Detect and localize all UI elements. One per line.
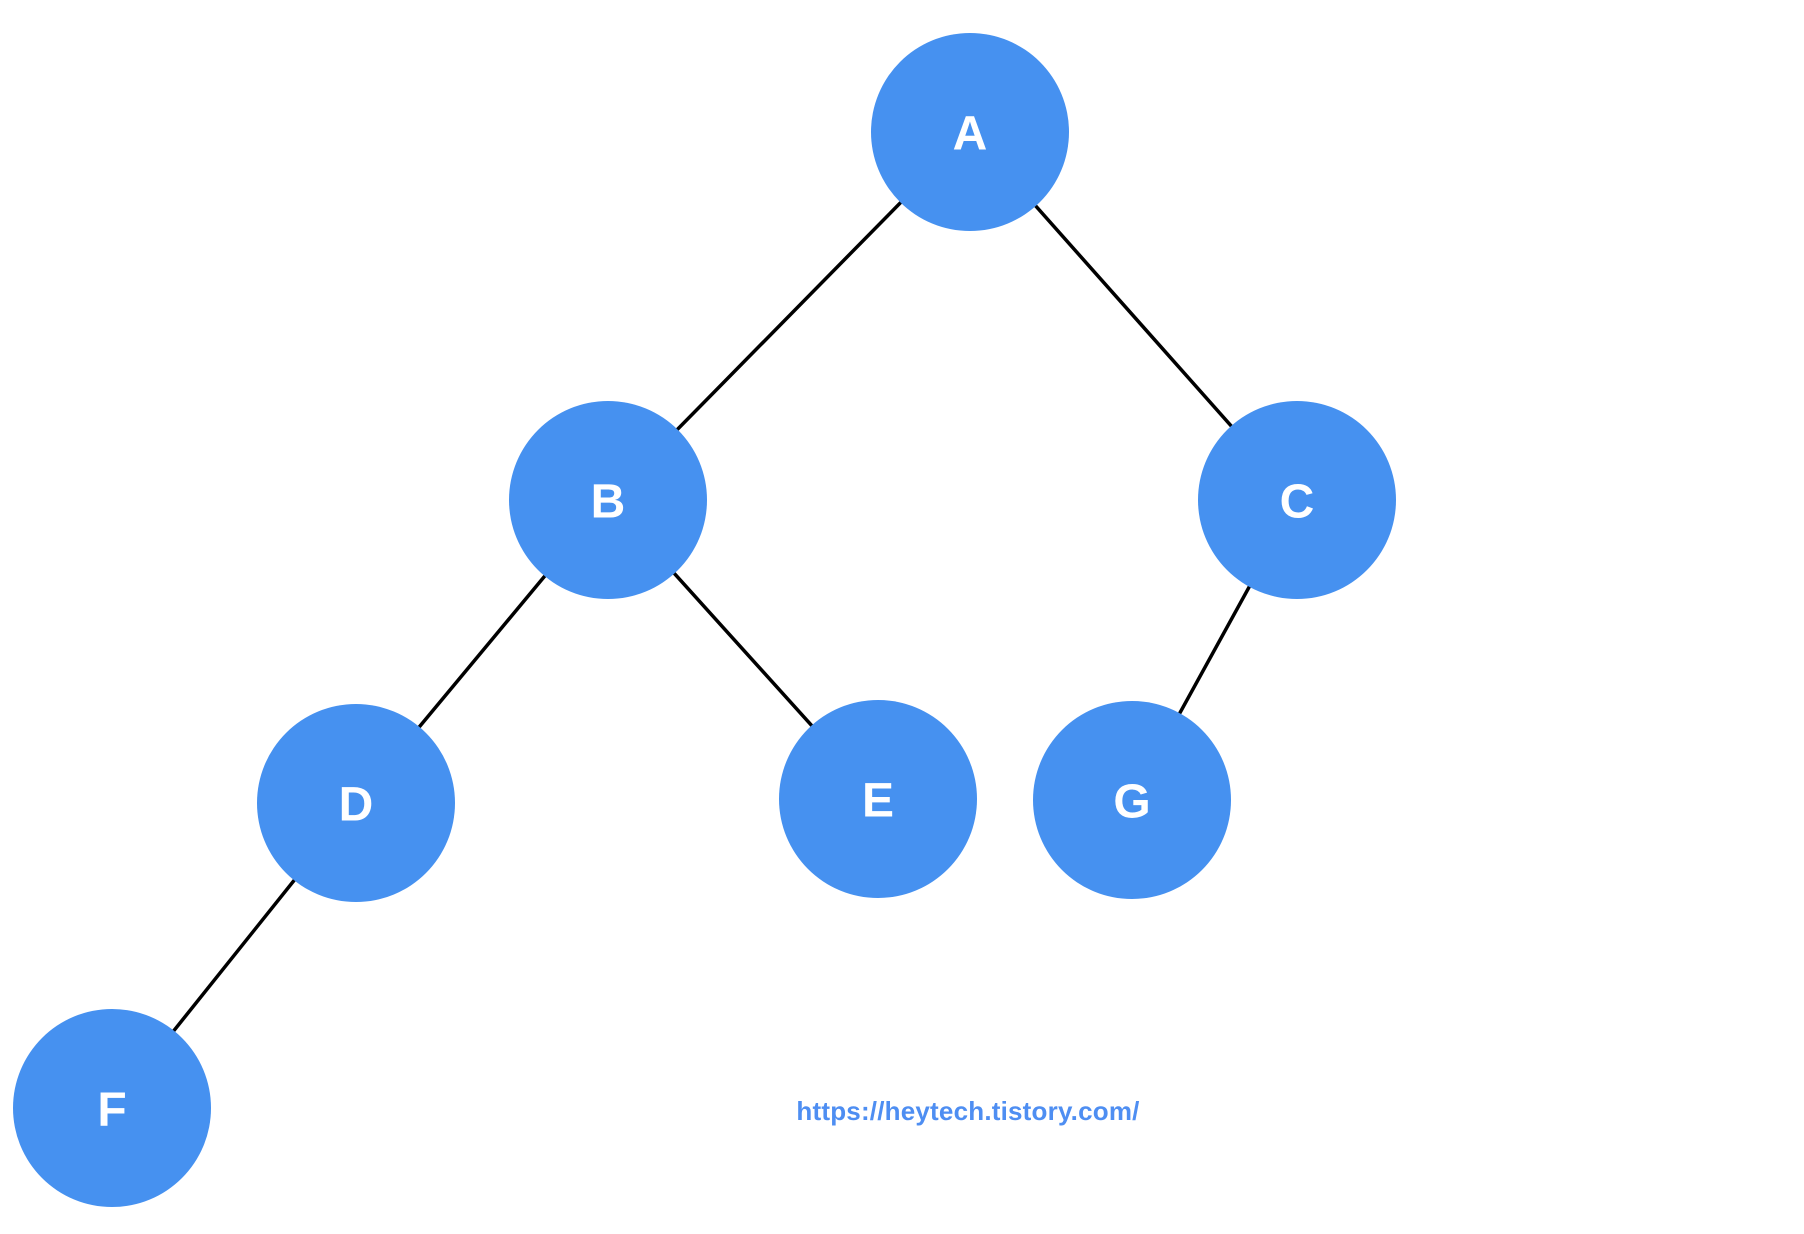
watermark-url-text: https://heytech.tistory.com/ [796,1096,1140,1126]
node-circle-A [871,33,1069,231]
tree-node-A: A [871,33,1069,231]
tree-node-E: E [779,700,977,898]
node-circle-F [13,1009,211,1207]
node-label-E: E [862,774,894,827]
node-circle-G [1033,701,1231,899]
node-circle-E [779,700,977,898]
node-label-G: G [1113,775,1150,828]
node-label-B: B [591,475,626,528]
tree-node-D: D [257,704,455,902]
tree-node-B: B [509,401,707,599]
node-label-C: C [1280,475,1315,528]
node-label-F: F [97,1083,126,1136]
tree-node-C: C [1198,401,1396,599]
node-label-A: A [953,107,988,160]
tree-node-G: G [1033,701,1231,899]
node-circle-C [1198,401,1396,599]
tree-node-F: F [13,1009,211,1207]
node-circle-B [509,401,707,599]
node-circle-D [257,704,455,902]
node-label-D: D [339,778,374,831]
